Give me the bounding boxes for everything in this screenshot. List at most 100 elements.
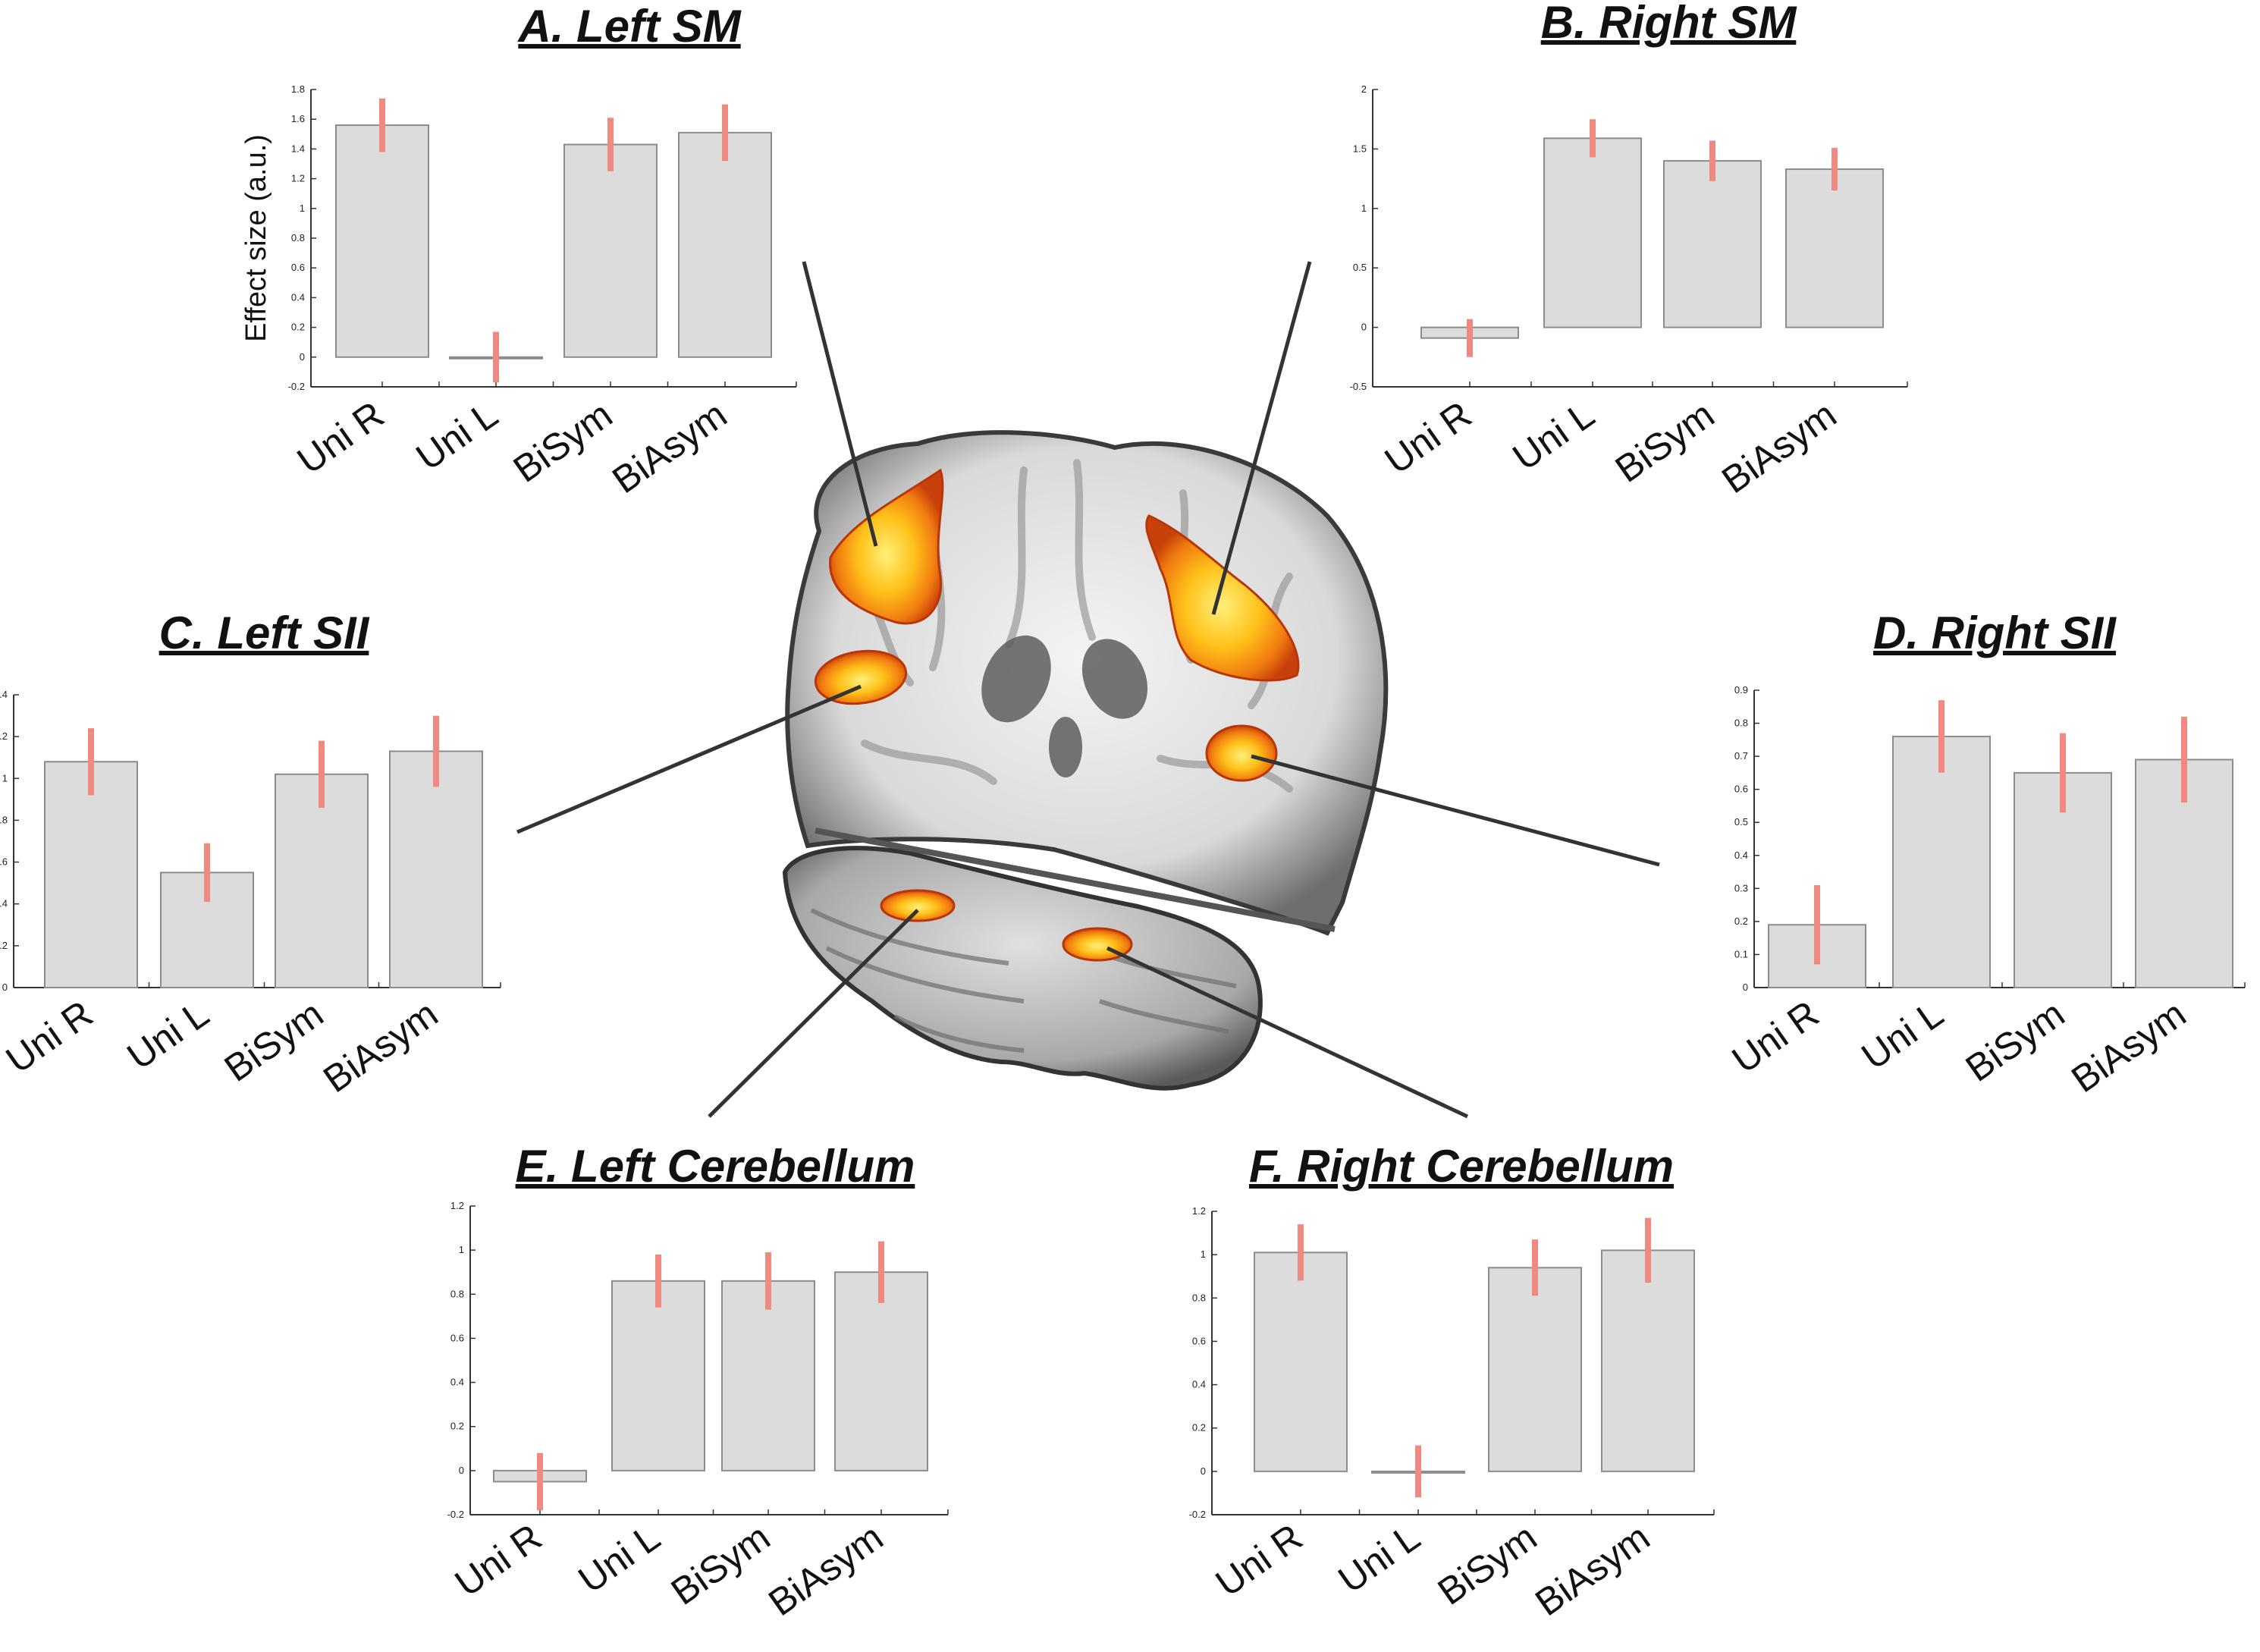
connector-e: [708, 909, 919, 1118]
category-label-bisym: BiSym: [664, 1515, 777, 1613]
activation-left-sii: [814, 649, 908, 705]
cerebellum-folia: [810, 908, 1237, 1053]
y-tick-label: 0: [1743, 981, 1748, 993]
bar-bisym: [1488, 1267, 1582, 1472]
bar-bisym: [563, 143, 658, 358]
y-tick-label: 0.4: [0, 898, 8, 909]
category-label-bisym: BiSym: [1608, 393, 1722, 491]
y-tick-label: 0.4: [1734, 850, 1748, 861]
y-tick-label: 1: [459, 1244, 464, 1255]
category-label-biasym: BiAsym: [1714, 393, 1844, 501]
y-tick-label: 0.4: [450, 1377, 464, 1388]
connector-d: [1251, 754, 1660, 867]
y-tick-label: 0.2: [1192, 1422, 1206, 1434]
panel-title: F. Right Cerebellum: [1249, 1141, 1674, 1192]
connector-c: [516, 684, 862, 834]
connector-f: [1106, 946, 1469, 1119]
y-tick-label: 0.2: [450, 1421, 464, 1432]
bar-biasym: [389, 750, 483, 988]
y-tick-label: -0.2: [1189, 1509, 1206, 1520]
panel-title: D. Right SII: [1873, 608, 2117, 658]
y-tick-label: 0: [1201, 1465, 1206, 1477]
y-tick-label: 0.5: [1734, 816, 1748, 828]
y-tick-label: 0.8: [1192, 1292, 1206, 1303]
category-label-uni-r: Uni R: [0, 992, 100, 1082]
category-label-uni-r: Uni R: [1725, 992, 1827, 1082]
slice-cut-line: [815, 828, 1336, 932]
y-tick-label: 1.4: [0, 689, 8, 700]
category-label-uni-l: Uni L: [571, 1515, 668, 1601]
y-tick-label: 0.8: [0, 814, 8, 825]
category-label-biasym: BiAsym: [1527, 1515, 1657, 1624]
y-tick-label: -0.2: [288, 381, 305, 392]
brain-slice-image: [782, 430, 1389, 1091]
y-tick-label: 0: [459, 1465, 464, 1476]
category-label-biasym: BiAsym: [315, 992, 445, 1101]
category-label-bisym: BiSym: [506, 393, 620, 491]
y-tick-label: 1.5: [1353, 143, 1367, 154]
category-label-uni-r: Uni R: [447, 1515, 550, 1605]
bar-uni-r: [335, 124, 429, 358]
y-tick-label: 0.4: [1192, 1379, 1206, 1390]
bar-uni-l: [1892, 735, 1991, 988]
y-tick-label: 0.6: [1734, 784, 1748, 795]
y-tick-label: 0.4: [291, 291, 305, 303]
y-tick-label: -0.5: [1350, 381, 1367, 392]
category-label-uni-r: Uni R: [1208, 1515, 1310, 1605]
y-tick-label: 0.8: [450, 1288, 464, 1299]
y-tick-label: 1.2: [291, 173, 305, 184]
panel-right-sii: D. Right SII00.10.20.30.40.50.60.70.80.9…: [1725, 608, 2246, 1101]
y-tick-label: 1.2: [1192, 1205, 1206, 1217]
category-label-bisym: BiSym: [217, 992, 331, 1090]
y-tick-label: -0.2: [447, 1509, 464, 1520]
y-tick-label: 0.6: [0, 856, 8, 868]
panel-title: B. Right SM: [1541, 0, 1798, 48]
category-label-uni-l: Uni L: [1331, 1515, 1428, 1601]
y-tick-label: 1.6: [291, 113, 305, 124]
bar-uni-r: [44, 761, 138, 988]
category-label-biasym: BiAsym: [761, 1515, 890, 1624]
y-axis-label: Effect size (a.u.): [240, 134, 272, 342]
bar-bisym: [1663, 160, 1762, 328]
category-label-biasym: BiAsym: [604, 393, 734, 501]
category-label-uni-r: Uni R: [1377, 393, 1480, 482]
category-label-uni-l: Uni L: [1854, 992, 1951, 1078]
y-tick-label: 0.8: [291, 232, 305, 243]
y-tick-label: 0: [2, 981, 8, 993]
y-tick-label: 1.4: [291, 143, 305, 154]
category-label-uni-l: Uni L: [1505, 393, 1602, 479]
connector-a: [802, 261, 878, 547]
y-tick-label: 2: [1361, 83, 1367, 95]
y-tick-label: 0.3: [1734, 882, 1748, 894]
y-tick-label: 0.5: [1353, 262, 1367, 273]
panel-title: E. Left Cerebellum: [516, 1141, 915, 1192]
y-tick-label: 0: [300, 351, 305, 363]
category-label-uni-l: Uni L: [120, 992, 217, 1078]
y-tick-label: 1: [1361, 203, 1367, 214]
bar-bisym: [721, 1280, 815, 1471]
y-tick-label: 0: [1361, 322, 1367, 333]
y-tick-label: 0.6: [291, 262, 305, 273]
category-label-uni-r: Uni R: [290, 393, 392, 482]
category-label-bisym: BiSym: [1958, 992, 2072, 1090]
y-tick-label: 0.7: [1734, 750, 1748, 762]
y-tick-label: 0.9: [1734, 684, 1748, 696]
bar-biasym: [1785, 168, 1884, 328]
activation-left-sm: [829, 468, 944, 625]
connector-b: [1211, 261, 1312, 615]
y-tick-label: 0.1: [1734, 948, 1748, 959]
panel-title: C. Left SII: [159, 608, 370, 658]
bar-uni-r: [1254, 1252, 1348, 1472]
bar-biasym: [834, 1271, 928, 1471]
y-tick-label: 1.8: [291, 83, 305, 95]
category-label-biasym: BiAsym: [2064, 992, 2193, 1101]
connector-lines: [516, 261, 1660, 1119]
y-tick-label: 0.2: [1734, 916, 1748, 927]
category-label-bisym: BiSym: [1430, 1515, 1544, 1613]
y-tick-label: 1: [300, 203, 305, 214]
activation-right-sm: [1145, 514, 1300, 682]
y-tick-label: 0.2: [291, 322, 305, 333]
